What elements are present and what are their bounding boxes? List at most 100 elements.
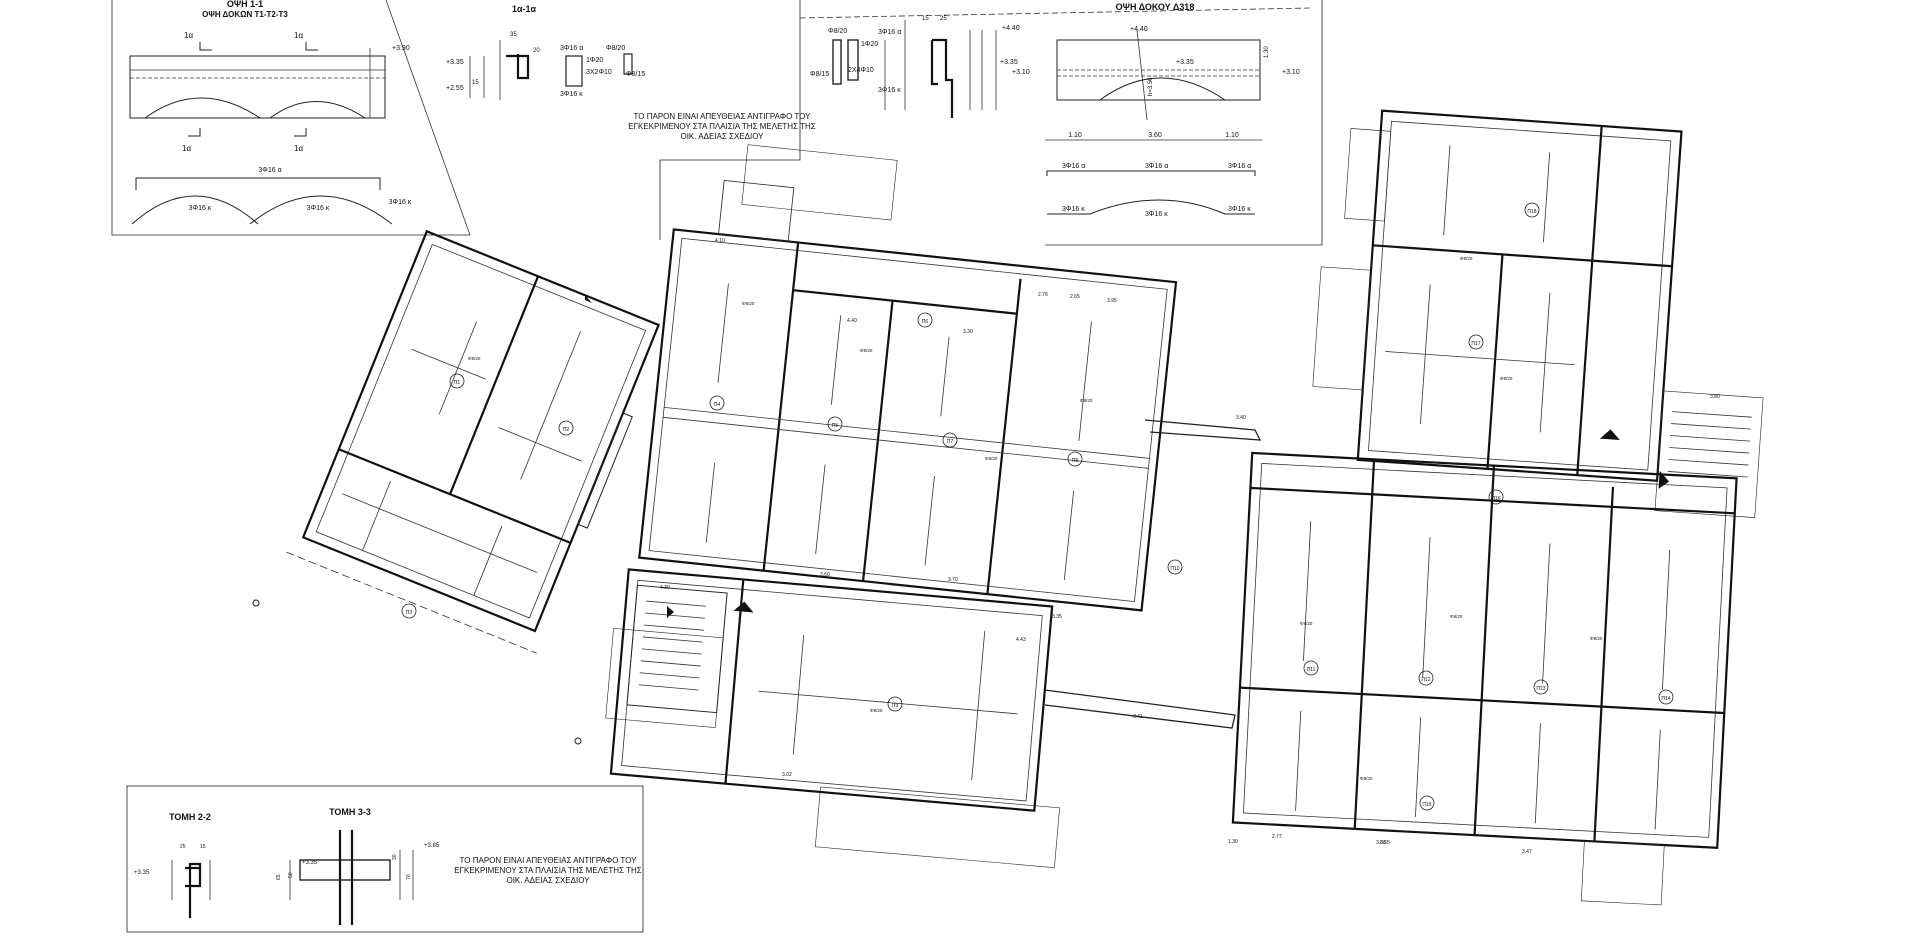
dim-20-sec1a: 20: [533, 48, 540, 54]
level-335-sec33: +3.35: [302, 860, 318, 866]
dim-15-sec1a: 15: [472, 80, 479, 86]
plan-dim: 3.30: [963, 329, 973, 335]
section-22-title: ΤΟΜΗ 2-2: [169, 812, 211, 822]
beam-t-title-line1: ΟΨΗ 1-1: [227, 0, 263, 9]
section-1a-title: 1α-1α: [512, 4, 537, 14]
bar-f8-15-sec: Φ8/15: [626, 71, 645, 78]
dim-65-sec33: 65: [276, 874, 282, 880]
cut-mark-1a-top-left: 1α: [184, 31, 193, 40]
plan-dim: 3.70: [948, 577, 958, 583]
level-440-elev: +4.40: [1130, 26, 1148, 33]
wing-c: [605, 568, 1060, 868]
bar-3f16k-d318: 3Φ16 κ: [878, 87, 901, 94]
rebar-note: Φ8/20: [1080, 398, 1093, 403]
dim-110-right: 1.10: [1225, 132, 1239, 139]
level-310-elev: +3.10: [1282, 69, 1300, 76]
slab-marker: Π7: [942, 432, 958, 448]
detail-beam-d318: Φ8/20 Φ8/15 1Φ20 2X4Φ10 3Φ16 α 3Φ16 κ 15…: [659, 0, 1323, 246]
plan-dim: 4.40: [847, 318, 857, 324]
dim-15-d318: 15: [922, 16, 929, 22]
bar-f8-15-d318: Φ8/15: [810, 71, 829, 78]
slab-label: Π4: [714, 402, 721, 408]
plan-dim: 4.30: [660, 585, 670, 591]
plan-dim: 3.55: [1380, 840, 1390, 846]
slab-marker: Π5: [827, 416, 843, 432]
slab-marker: Π14: [1658, 689, 1674, 705]
slab-marker: Π11: [1303, 660, 1319, 676]
rebar-note: Φ8/20: [985, 456, 998, 461]
slab-label: Π7: [947, 439, 954, 445]
slab-label: Π10: [1170, 566, 1179, 572]
rebar-note: Φ8/20: [1460, 256, 1473, 261]
slab-label: Π13: [1536, 686, 1545, 692]
slab-label: Π17: [1471, 341, 1480, 347]
level-390: +3.90: [392, 45, 410, 52]
slab-label: Π9: [892, 703, 899, 709]
slab-marker: Π4: [709, 395, 725, 411]
slab-marker: Π17: [1468, 334, 1484, 350]
detail-sections-22-33: ΤΟΜΗ 2-2 ΤΟΜΗ 3-3 +3.35 25 15 +3.35 +3.8…: [126, 785, 644, 933]
rebar-note: Φ8/20: [860, 348, 873, 353]
level-385-sec33: +3.85: [424, 843, 440, 849]
level-255-sec1a: +2.55: [446, 85, 464, 92]
bar-3f16k-sec: 3Φ16 κ: [560, 91, 583, 98]
bar-2x4f10-d318: 2X4Φ10: [848, 67, 874, 74]
wing-b: [638, 144, 1178, 612]
slab-marker: Π15: [1419, 795, 1435, 811]
wing-e: [1312, 109, 1764, 518]
cut-mark-1a-bottom-right: 1α: [294, 144, 303, 153]
notice-bottom-line1: ΤΟ ΠΑΡΟΝ ΕΙΝΑΙ ΑΠΕΥΘΕΙΑΣ ΑΝΤΙΓΡΑΦΟ ΤΟΥ: [460, 856, 638, 865]
rebar-note: Φ8/20: [742, 301, 755, 306]
slab-marker: Π2: [558, 420, 574, 436]
rebar-note: Φ8/20: [1500, 376, 1513, 381]
bar-f8-20-sec: Φ8/20: [606, 45, 625, 52]
bar-3f16a-d318-mid: 3Φ16 α: [1145, 163, 1168, 170]
bar-bottom-3f16k-mid: 3Φ16 κ: [307, 205, 330, 212]
slab-marker: Π12: [1418, 670, 1434, 686]
rebar-note: Φ8/20: [468, 356, 481, 361]
plan-dim: 1.30: [1228, 839, 1238, 845]
bar-3f16a-d318: 3Φ16 α: [878, 29, 901, 36]
dim-70-sec33: 70: [406, 874, 412, 880]
notice-top-line1: ΤΟ ΠΑΡΟΝ ΕΙΝΑΙ ΑΠΕΥΘΕΙΑΣ ΑΝΤΙΓΡΑΦΟ ΤΟΥ: [634, 112, 812, 121]
rebar-note: Φ8/20: [870, 708, 883, 713]
slab-label: Π15: [1422, 802, 1431, 808]
slab-marker: Π8: [1067, 451, 1083, 467]
level-335-sec1a: +3.35: [446, 59, 464, 66]
section-33-title: ΤΟΜΗ 3-3: [329, 807, 371, 817]
slab-label: Π18: [1527, 209, 1536, 215]
plan-dim: 3.40: [1236, 415, 1246, 421]
cut-mark-1a-top-right: 1α: [294, 31, 303, 40]
slab-marker: Π3: [401, 603, 417, 619]
slab-marker: Π10: [1167, 559, 1183, 575]
rebar-note: Φ8/20: [1300, 621, 1313, 626]
bar-top-3f16a: 3Φ16 α: [258, 167, 281, 174]
slab-label: Π11: [1307, 667, 1316, 673]
dim-25-sec22: 25: [180, 844, 186, 850]
slab-markers: Π1 Π2 Π3 Π4 Π5 Π6 Π7 Π8 Π9 Π10 Π11 Π12 Π…: [401, 202, 1674, 811]
dim-25-d318: 25: [940, 16, 947, 22]
beam-t-title-line2: ΟΨΗ ΔΟΚΩΝ Τ1-Τ2-Τ3: [202, 10, 288, 19]
bar-3f16a-d318-right: 3Φ16 α: [1228, 163, 1251, 170]
bar-3f16k-d318-mid: 3Φ16 κ: [1145, 211, 1168, 218]
rebar-note: Φ8/20: [1590, 636, 1603, 641]
plan-dim: 4.43: [1016, 637, 1026, 643]
notice-bottom-line3: ΟΙΚ. ΑΔΕΙΑΣ ΣΧΕΔΙΟΥ: [506, 876, 590, 885]
dim-50-sec33: 50: [288, 872, 294, 878]
slab-label: Π16: [1491, 496, 1500, 502]
plan-dim: 3.60: [820, 572, 830, 578]
slab-marker: Π1: [449, 373, 465, 389]
dim-30-sec33: 30: [392, 854, 398, 860]
plan-dim: 3.02: [782, 772, 792, 778]
dim-360-mid: 3.60: [1148, 132, 1162, 139]
level-440-sec: +4.40: [1002, 25, 1020, 32]
plan-dim: 2.76: [1038, 292, 1048, 298]
bar-3x2f10-sec: 3X2Φ10: [586, 69, 612, 76]
detail-beams-t1-t2-t3: ΟΨΗ 1-1 ΟΨΗ ΔΟΚΩΝ Τ1-Τ2-Τ3 +3.90 1α 1α 1…: [111, 0, 645, 236]
bar-3f16k-d318-left: 3Φ16 κ: [1062, 206, 1085, 213]
slab-marker: Π16: [1488, 489, 1504, 505]
plan-dim: 3.66: [1376, 840, 1386, 846]
wing-d: [1231, 451, 1738, 906]
bar-1f20-sec: 1Φ20: [586, 57, 603, 64]
